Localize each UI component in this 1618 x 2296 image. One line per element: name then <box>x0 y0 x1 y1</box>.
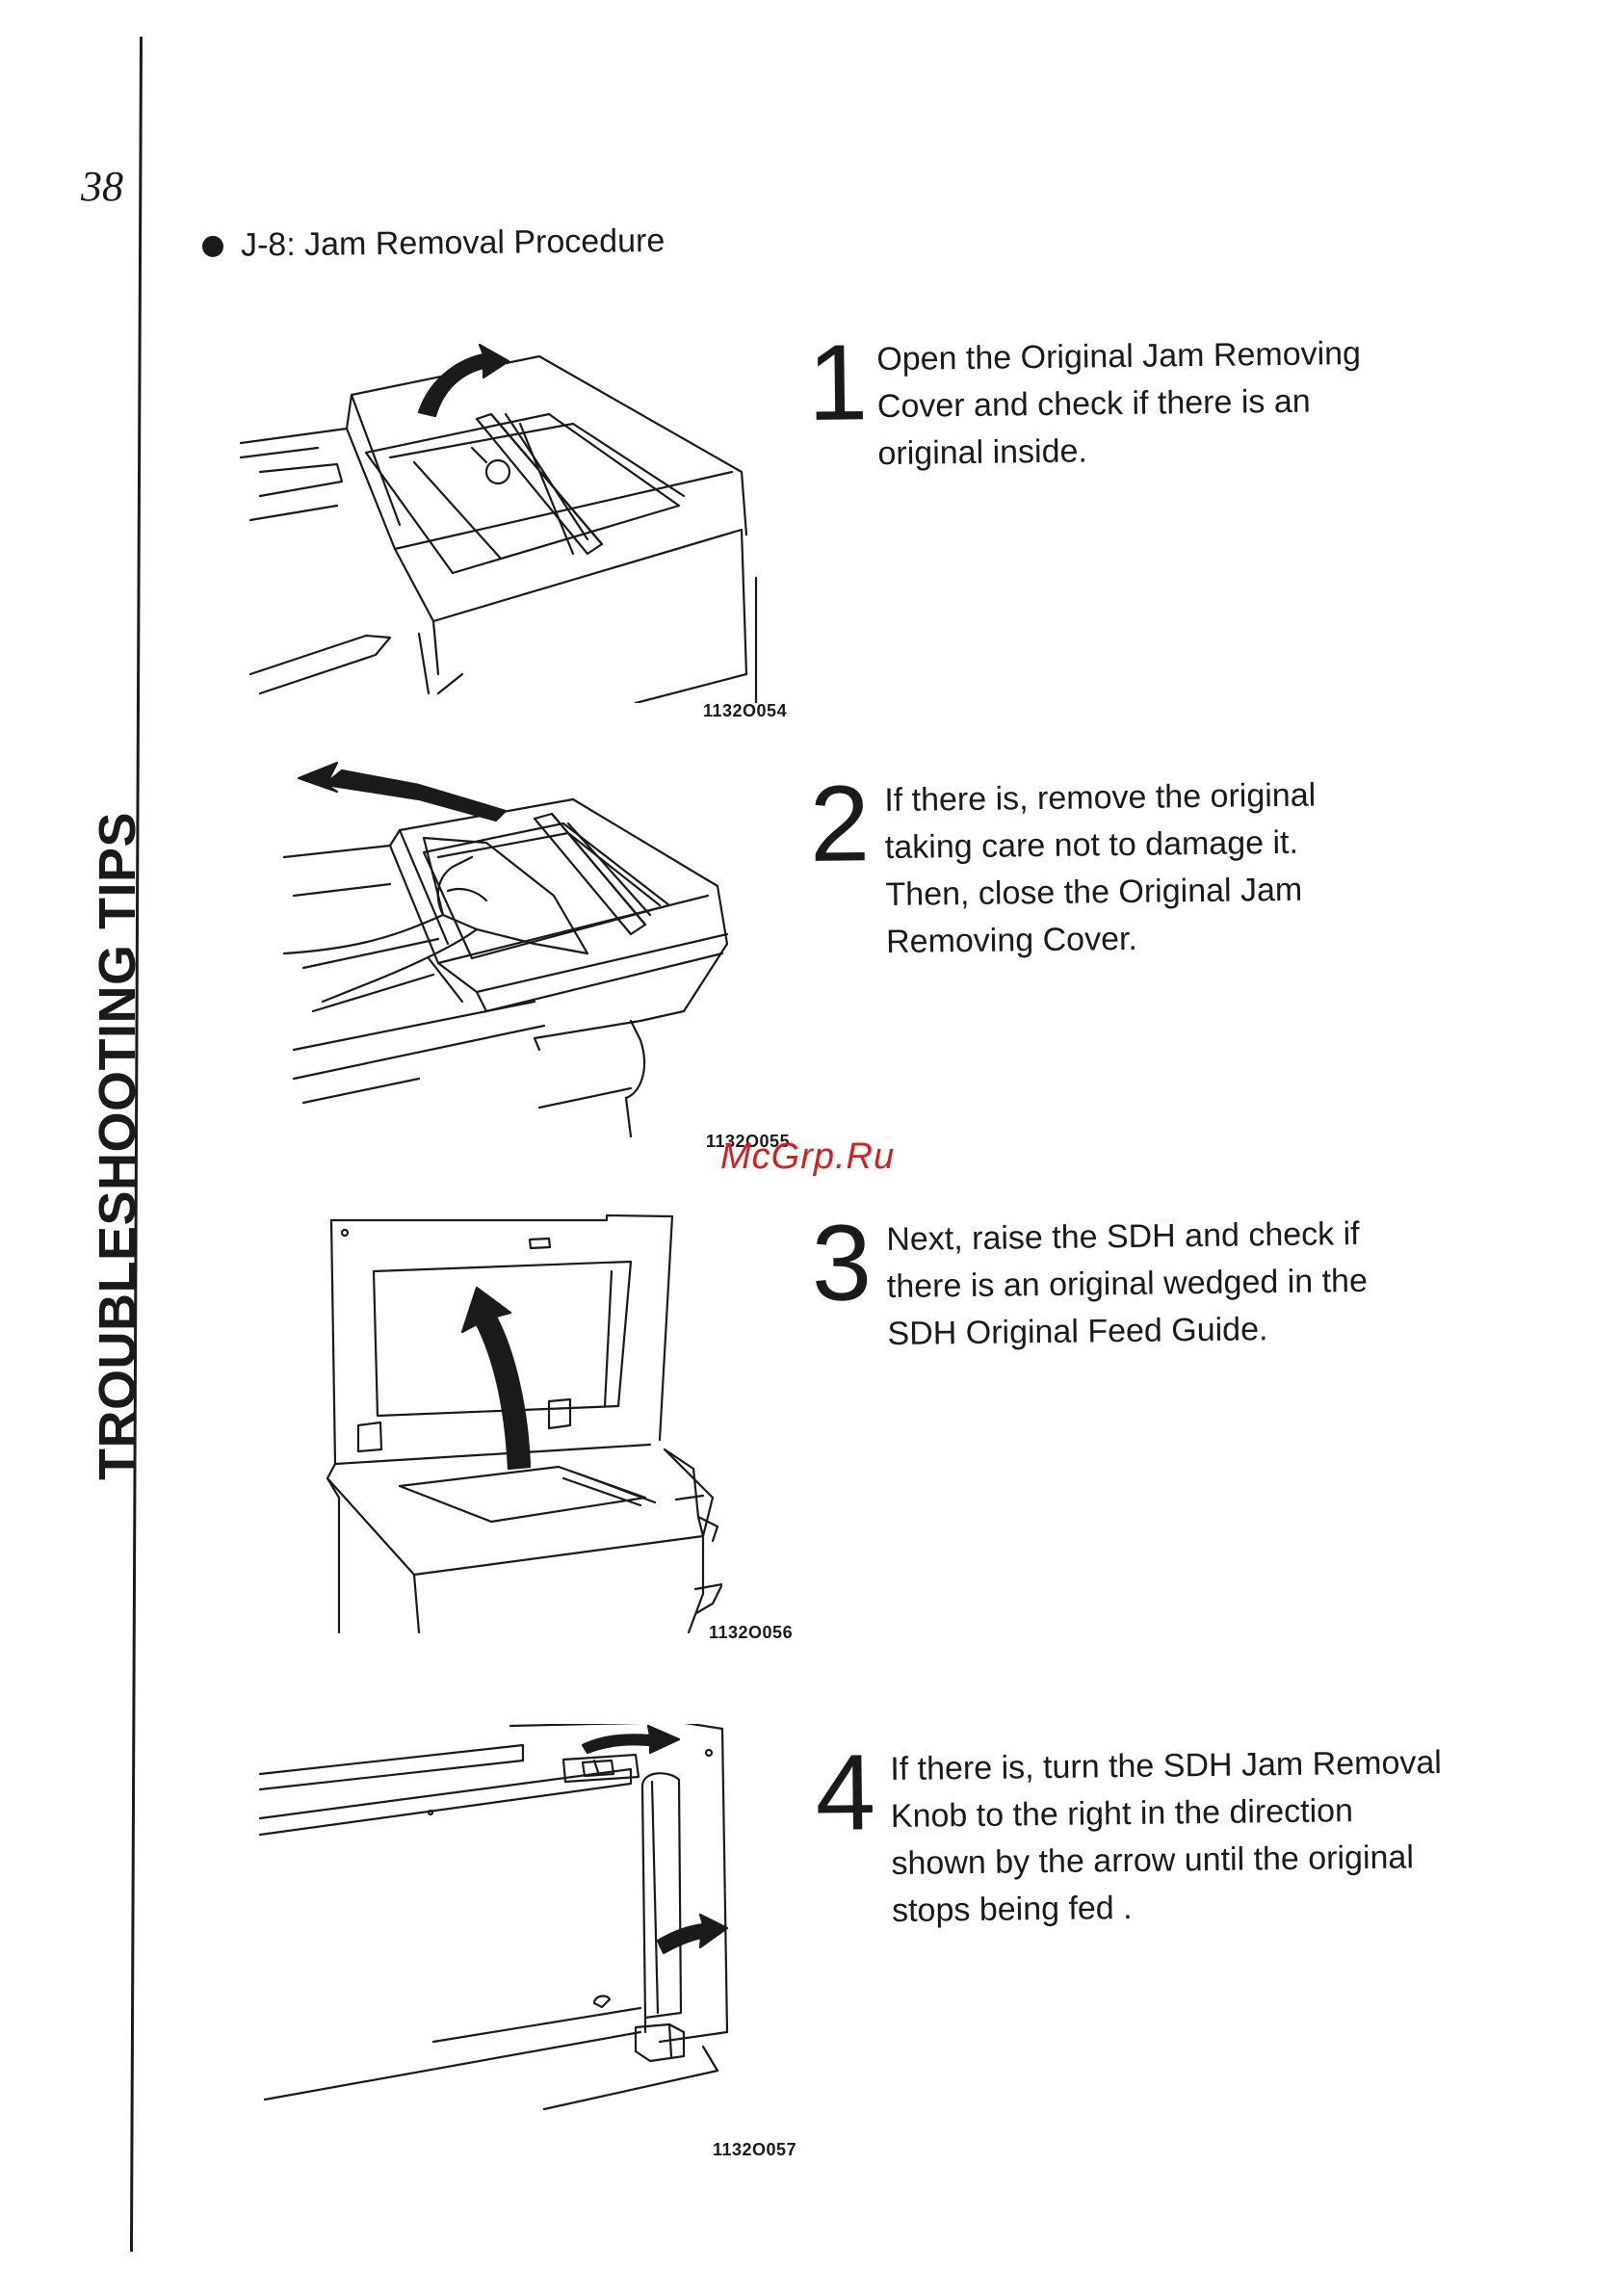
step-text: If there is, turn the SDH Jam Removal Kn… <box>890 1744 1443 1930</box>
step-number: 3 <box>810 1202 873 1323</box>
page-number: 38 <box>81 163 123 210</box>
remove-original-illustration <box>282 761 729 1138</box>
figure-code: 1132O054 <box>703 701 788 720</box>
step-text: Open the Original Jam Removing Cover and… <box>876 334 1362 473</box>
figure-step-2: 1132O055 <box>246 761 790 1151</box>
step-3: 3 Next, raise the SDH and check if there… <box>810 1202 1427 1359</box>
bullet-icon <box>201 235 224 257</box>
cover-open-illustration <box>239 343 758 703</box>
figure-code: 1132O056 <box>709 1623 794 1642</box>
step-text: Next, raise the SDH and check if there i… <box>886 1215 1369 1353</box>
step-number: 4 <box>814 1732 876 1853</box>
section-heading: J-8: Jam Removal Procedure <box>201 222 665 265</box>
step-number: 2 <box>808 763 871 884</box>
figure-code: 1132O055 <box>706 1132 791 1151</box>
jam-removal-knob-illustration <box>258 1724 729 2111</box>
figure-step-1: 1132O054 <box>231 327 787 720</box>
step-number: 1 <box>806 322 869 443</box>
step-1: 1 Open the Original Jam Removing Cover a… <box>806 322 1418 479</box>
watermark: McGrp.Ru <box>720 1136 896 1177</box>
step-2: 2 If there is, remove the original takin… <box>808 763 1368 967</box>
figure-code: 1132O057 <box>713 2140 797 2159</box>
step-4: 4 If there is, turn the SDH Jam Removal … <box>814 1732 1450 1936</box>
sdh-raised-illustration <box>326 1213 722 1634</box>
figure-step-3: 1132O056 <box>318 1209 793 1642</box>
step-text: If there is, remove the original taking … <box>884 776 1317 961</box>
heading-text: J-8: Jam Removal Procedure <box>240 222 665 264</box>
figure-step-4: 1132O057 <box>255 1724 796 2159</box>
section-tab: TROUBLESHOOTING TIPS <box>89 811 146 1481</box>
